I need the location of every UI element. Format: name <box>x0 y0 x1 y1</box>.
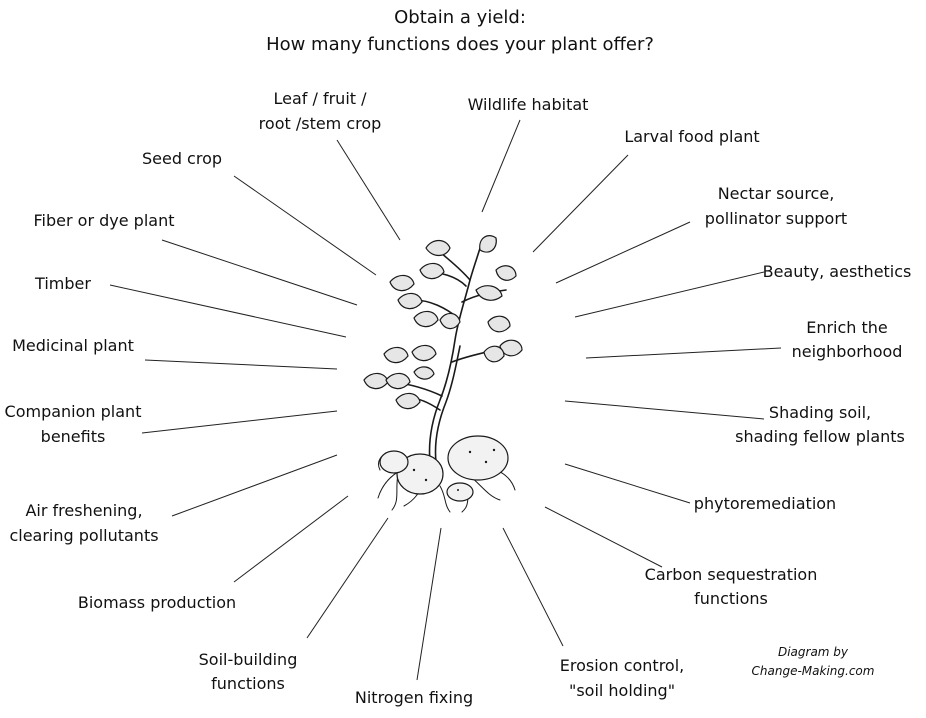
label-medicinal: Medicinal plant <box>12 336 134 355</box>
label-seed-crop: Seed crop <box>141 149 223 168</box>
line-fiber <box>161 239 358 306</box>
label-air-freshening-2: clearing pollutants <box>9 526 159 545</box>
line-timber <box>109 284 347 338</box>
label-nectar-source: Nectar source, <box>717 184 835 203</box>
tuber-small-left <box>379 450 409 474</box>
line-phyto <box>564 463 691 504</box>
label-fiber-dye: Fiber or dye plant <box>33 211 175 230</box>
line-nitrogen <box>416 527 442 681</box>
label-shading: Shading soil, <box>768 403 872 422</box>
label-carbon-2: functions <box>694 589 768 608</box>
credit-site: Change-Making.com <box>751 664 875 678</box>
connector-lines <box>109 119 782 681</box>
line-biomass <box>233 495 349 583</box>
line-enrich <box>585 347 782 359</box>
line-wildlife <box>481 119 521 213</box>
line-leaf-crop <box>336 139 401 241</box>
label-beauty: Beauty, aesthetics <box>762 262 912 281</box>
label-timber: Timber <box>35 274 91 293</box>
line-seed <box>233 175 377 276</box>
line-medicinal <box>144 359 338 370</box>
label-nitrogen: Nitrogen fixing <box>354 688 474 707</box>
line-soil-building <box>306 517 389 639</box>
label-leaf-crop-2: root /stem crop <box>258 114 382 133</box>
line-nectar <box>555 221 691 284</box>
label-enrich-2: neighborhood <box>791 342 903 361</box>
plant-leaves <box>363 235 523 410</box>
label-nectar-source-2: pollinator support <box>704 209 848 228</box>
label-enrich: Enrich the <box>806 318 888 337</box>
tuber-eyes <box>412 448 496 491</box>
label-larval-food: Larval food plant <box>624 127 760 146</box>
line-companion <box>141 410 338 434</box>
label-carbon: Carbon sequestration <box>644 565 818 584</box>
label-leaf-crop: Leaf / fruit / <box>273 89 367 108</box>
label-wildlife-habitat: Wildlife habitat <box>467 95 589 114</box>
label-companion-2: benefits <box>40 427 106 446</box>
tuber-small-bottom <box>446 482 474 502</box>
plant-tubers <box>379 435 509 502</box>
label-erosion: Erosion control, <box>559 656 685 675</box>
label-air-freshening: Air freshening, <box>25 501 143 520</box>
label-companion: Companion plant <box>4 402 142 421</box>
line-air <box>171 454 338 517</box>
credit-line: Diagram by <box>777 645 849 659</box>
line-shading <box>564 400 765 420</box>
tuber-large <box>447 435 509 481</box>
diagram-title: Obtain a yield: <box>394 7 526 28</box>
label-erosion-2: "soil holding" <box>568 681 676 700</box>
tuber-medium <box>396 453 444 495</box>
label-phytoremediation: phytoremediation <box>693 494 837 513</box>
potato-plant-illustration <box>363 235 523 513</box>
line-erosion <box>502 527 564 647</box>
label-biomass: Biomass production <box>77 593 237 612</box>
line-beauty <box>574 271 765 318</box>
diagram-subtitle: How many functions does your plant offer… <box>266 34 654 55</box>
line-larval <box>532 154 629 253</box>
line-carbon <box>544 506 663 568</box>
label-shading-2: shading fellow plants <box>735 427 905 446</box>
label-soil-building-2: functions <box>211 674 285 693</box>
label-soil-building: Soil-building <box>198 650 298 669</box>
